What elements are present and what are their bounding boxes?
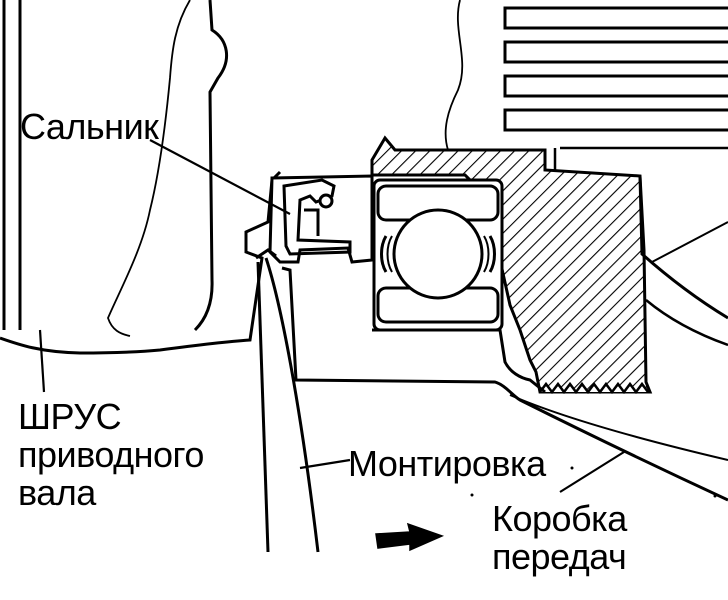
oil-seal: [282, 178, 352, 256]
label-cv-joint: ШРУС приводного вала: [18, 398, 204, 512]
label-gearbox: Коробка передач: [492, 500, 627, 576]
specks: [470, 466, 717, 498]
leader-tool: [299, 458, 351, 470]
gear-flank-lower: [645, 299, 728, 347]
leader-seal: [149, 139, 291, 215]
label-cv-joint-line-3: вала: [18, 472, 96, 513]
gear-flank-inner: [651, 221, 728, 263]
leader-cv-joint: [38, 329, 46, 393]
break-line-top: [444, 0, 464, 151]
gearbox-case: [281, 266, 728, 502]
label-seal: Сальник: [20, 106, 159, 147]
leader-gearbox: [559, 451, 625, 493]
gearbox-case-outer: [509, 394, 728, 461]
break-line-left: [107, 0, 191, 337]
label-pry-bar: Монтировка: [348, 443, 546, 484]
label-cv-joint-line-2: приводного: [18, 434, 204, 475]
shaft-splines: [503, 6, 728, 132]
pry-bar: [255, 248, 320, 553]
label-gearbox-line-2: передач: [492, 536, 627, 577]
leader-lines: [38, 139, 625, 493]
ball-bearing: [376, 184, 500, 324]
label-cv-joint-line-1: ШРУС: [18, 396, 122, 437]
shaft-profile: [193, 0, 228, 332]
arrow-right-icon: [375, 522, 445, 552]
gear-teeth: [539, 381, 649, 395]
cv-joint-housing: [0, 170, 282, 355]
housing-contour: [372, 328, 546, 394]
gear-hub-lines: [553, 146, 728, 172]
label-gearbox-line-1: Коробка: [492, 498, 627, 539]
left-edge-lines: [2, 0, 22, 330]
gear-flank: [638, 175, 728, 320]
